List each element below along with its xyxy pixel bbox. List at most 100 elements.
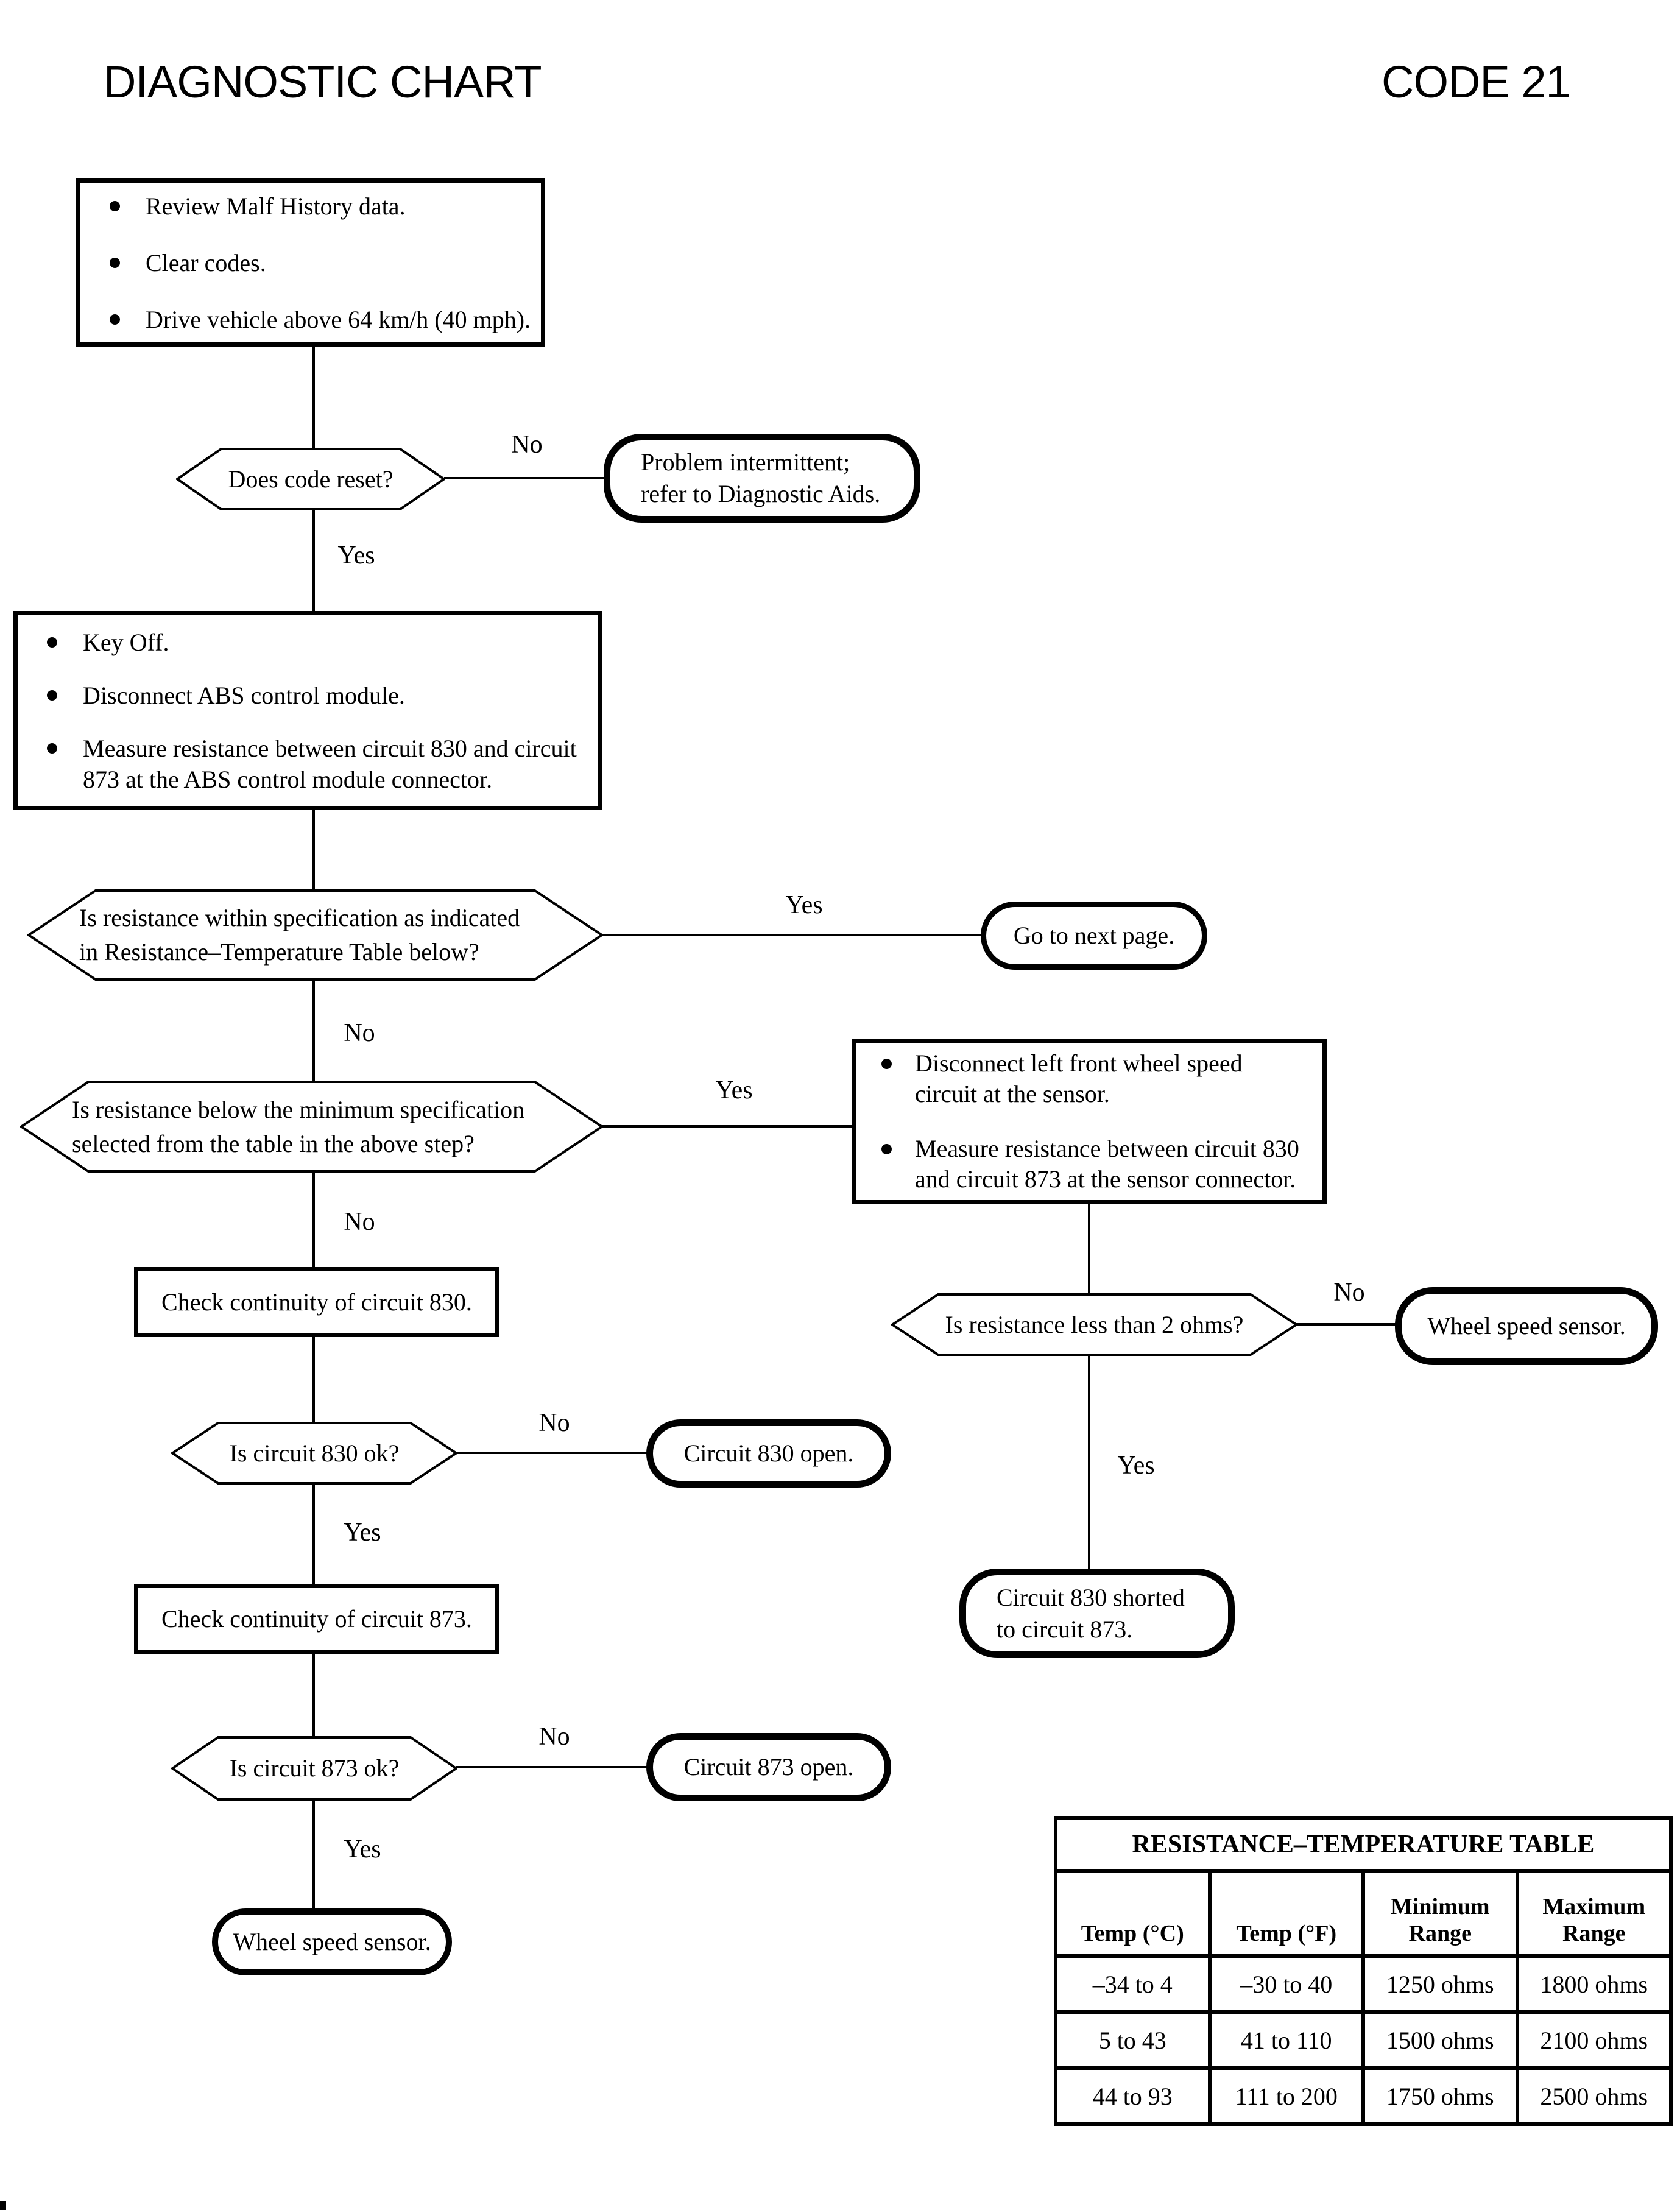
list-item: Review Malf History data.: [110, 191, 523, 222]
table-header-row: Temp (°C) Temp (°F) Minimum Range Maximu…: [1054, 1869, 1673, 1958]
decision-does-code-reset: Does code reset?: [176, 448, 445, 510]
terminal-line: Go to next page.: [1013, 922, 1175, 949]
terminal-line: Wheel speed sensor.: [233, 1928, 431, 1955]
list-item-text: Measure resistance between circuit 830: [915, 1135, 1299, 1162]
bullet-icon: [881, 1059, 892, 1069]
list-item-text: Measure resistance between circuit 830 a…: [83, 734, 577, 762]
page-title: DIAGNOSTIC CHART: [104, 57, 542, 107]
table-cell: 5 to 43: [1054, 2010, 1212, 2070]
table-cell: 1750 ohms: [1361, 2066, 1519, 2126]
terminal-line: refer to Diagnostic Aids.: [641, 480, 881, 507]
branch-label-yes: Yes: [1117, 1452, 1155, 1480]
decision-label: Is circuit 873 ok?: [229, 1754, 400, 1782]
terminal-wheel-speed-sensor-right: Wheel speed sensor.: [1395, 1287, 1658, 1365]
connector: [312, 980, 315, 1082]
terminal-circuit-830-open: Circuit 830 open.: [646, 1419, 891, 1488]
branch-label-no: No: [538, 1723, 570, 1751]
process-box-check-830: Check continuity of circuit 830.: [134, 1267, 499, 1337]
decision-less-than-2-ohms: Is resistance less than 2 ohms?: [891, 1293, 1297, 1356]
column-header-max-range: Maximum Range: [1515, 1869, 1673, 1958]
list-item: Clear codes.: [110, 247, 523, 278]
terminal-wheel-speed-sensor-bottom: Wheel speed sensor.: [212, 1908, 452, 1975]
branch-label-no: No: [538, 1409, 570, 1437]
decision-label: Is circuit 830 ok?: [229, 1439, 400, 1467]
terminal-line: Circuit 830 shorted: [997, 1583, 1185, 1611]
decision-within-spec: Is resistance within specification as in…: [27, 889, 603, 981]
connector: [444, 477, 604, 479]
list-item-text: Clear codes.: [146, 249, 266, 277]
branch-label-yes: Yes: [715, 1076, 753, 1104]
bullet-icon: [47, 637, 57, 648]
terminal-line: to circuit 873.: [997, 1615, 1133, 1643]
connector: [602, 934, 982, 936]
connector: [312, 1653, 315, 1737]
table-cell: 41 to 110: [1207, 2010, 1365, 2070]
table-row: 5 to 43 41 to 110 1500 ohms 2100 ohms: [1054, 2010, 1673, 2070]
column-header-temp-f: Temp (°F): [1207, 1869, 1365, 1958]
connector: [312, 1171, 315, 1268]
bullet-icon: [110, 314, 120, 325]
terminal-problem-intermittent: Problem intermittent; refer to Diagnosti…: [604, 434, 920, 523]
list-item: Drive vehicle above 64 km/h (40 mph).: [110, 304, 531, 335]
list-item-text: Review Malf History data.: [146, 192, 406, 220]
decision-label: Does code reset?: [228, 465, 394, 493]
bullet-icon: [47, 690, 57, 701]
list-item-text: Disconnect left front wheel speed: [915, 1050, 1243, 1077]
list-item: Measure resistance between circuit 830 a…: [881, 1134, 1304, 1195]
table-cell: –30 to 40: [1207, 1954, 1365, 2014]
table-cell: 2100 ohms: [1515, 2010, 1673, 2070]
branch-label-no: No: [1333, 1279, 1365, 1307]
connector: [456, 1452, 648, 1454]
list-item-text: circuit at the sensor.: [915, 1080, 1110, 1107]
connector: [312, 1336, 315, 1423]
table-cell: 1250 ohms: [1361, 1954, 1519, 2014]
table-cell: 2500 ohms: [1515, 2066, 1673, 2126]
terminal-circuit-873-open: Circuit 873 open.: [646, 1733, 891, 1801]
branch-label-yes: Yes: [344, 1835, 381, 1863]
branch-label-yes: Yes: [785, 891, 823, 919]
connector: [312, 1483, 315, 1585]
connector: [312, 809, 315, 891]
process-label: Check continuity of circuit 830.: [161, 1288, 472, 1316]
connector: [1296, 1323, 1396, 1326]
list-item: Measure resistance between circuit 830 a…: [47, 733, 579, 795]
bullet-icon: [47, 743, 57, 754]
code-label: CODE 21: [1382, 57, 1571, 107]
terminal-line: Circuit 830 open.: [683, 1439, 854, 1467]
column-header-temp-c: Temp (°C): [1054, 1869, 1212, 1958]
process-box-sensor-check: Disconnect left front wheel speed circui…: [852, 1039, 1327, 1204]
list-item: Disconnect left front wheel speed circui…: [881, 1048, 1304, 1109]
connector: [312, 347, 315, 448]
decision-line: in Resistance–Temperature Table below?: [79, 938, 479, 966]
list-item: Disconnect ABS control module.: [47, 680, 579, 711]
branch-label-no: No: [344, 1019, 375, 1047]
connector: [312, 1799, 315, 1910]
table-row: 44 to 93 111 to 200 1750 ohms 2500 ohms: [1054, 2066, 1673, 2126]
decision-line: Is resistance below the minimum specific…: [72, 1095, 525, 1123]
bullet-icon: [110, 257, 120, 268]
process-box-initial-checks: Review Malf History data. Clear codes. D…: [76, 178, 545, 347]
terminal-circuit-830-shorted: Circuit 830 shorted to circuit 873.: [959, 1569, 1235, 1658]
bullet-icon: [110, 200, 120, 211]
decision-below-minimum: Is resistance below the minimum specific…: [20, 1081, 603, 1173]
column-header-min-range: Minimum Range: [1361, 1869, 1519, 1958]
list-item-text: Key Off.: [83, 628, 169, 656]
terminal-line: Wheel speed sensor.: [1427, 1312, 1626, 1340]
branch-label-yes: Yes: [337, 542, 375, 570]
terminal-line: Circuit 873 open.: [683, 1753, 854, 1781]
table-cell: –34 to 4: [1054, 1954, 1212, 2014]
table-cell: 44 to 93: [1054, 2066, 1212, 2126]
table-cell: 1800 ohms: [1515, 1954, 1673, 2014]
decision-line: Is resistance within specification as in…: [79, 904, 520, 931]
table-row: –34 to 4 –30 to 40 1250 ohms 1800 ohms: [1054, 1954, 1673, 2014]
decision-circuit-873-ok: Is circuit 873 ok?: [171, 1736, 457, 1801]
connector: [1088, 1355, 1090, 1570]
table-cell: 1500 ohms: [1361, 2010, 1519, 2070]
connector: [602, 1125, 853, 1128]
connector: [456, 1766, 648, 1768]
list-item: Key Off.: [47, 627, 579, 658]
terminal-go-next-page: Go to next page.: [981, 902, 1207, 970]
connector: [312, 510, 315, 612]
list-item-text: Disconnect ABS control module.: [83, 681, 405, 709]
